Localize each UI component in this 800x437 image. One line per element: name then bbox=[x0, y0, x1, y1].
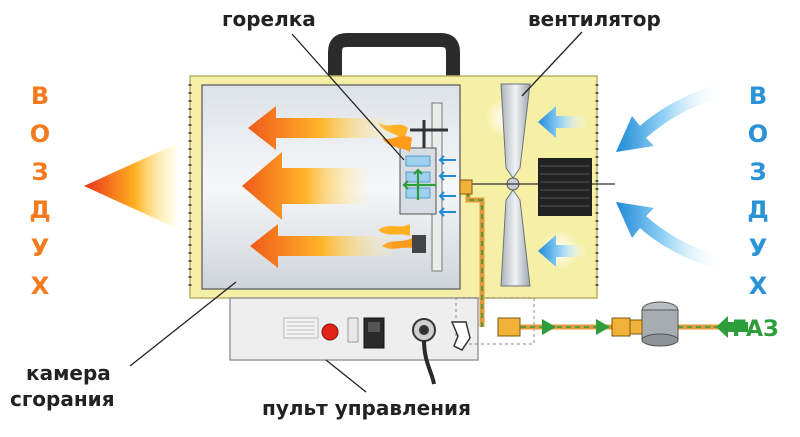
leader-lines bbox=[129, 31, 583, 393]
label-fan: вентилятор bbox=[528, 7, 661, 31]
chamber-hot-arrows bbox=[242, 106, 392, 268]
label-burner: горелка bbox=[222, 7, 316, 31]
gas-compartment-outline bbox=[455, 297, 535, 345]
label-control-panel: пульт управления bbox=[262, 396, 471, 420]
air-left-letter: Д bbox=[29, 196, 50, 224]
control-panel bbox=[283, 317, 471, 385]
air-right-letter: У bbox=[749, 234, 768, 262]
carry-handle bbox=[328, 33, 460, 78]
fan-blade-bottom bbox=[500, 189, 531, 287]
power-cable bbox=[422, 339, 436, 385]
power-indicator-light bbox=[321, 323, 339, 341]
label-gas: ГАЗ bbox=[732, 317, 779, 342]
air-right-letter: Х bbox=[749, 272, 768, 300]
air-right-letter: Д bbox=[747, 196, 768, 224]
motor-fins bbox=[540, 165, 590, 207]
air-left-letter: З bbox=[31, 158, 48, 186]
ignition-button bbox=[450, 321, 471, 351]
hot-air-outlet-arrow bbox=[84, 144, 176, 228]
gas-regulator bbox=[611, 301, 679, 347]
gas-flow-arrows bbox=[542, 316, 748, 338]
label-combustion-chamber-line2: сгорания bbox=[10, 387, 115, 411]
label-air-left: В О З Д У Х bbox=[29, 82, 50, 300]
air-right-letter: В bbox=[749, 82, 767, 110]
air-left-letter: Х bbox=[31, 272, 50, 300]
air-left-letter: В bbox=[31, 82, 49, 110]
fan-blade-top bbox=[500, 83, 531, 179]
burner-assembly bbox=[399, 102, 456, 272]
label-air-right: В О З Д У Х bbox=[747, 82, 768, 300]
air-left-letter: У bbox=[31, 234, 50, 262]
fan-intake-arrows bbox=[538, 106, 586, 267]
air-right-letter: З bbox=[749, 158, 766, 186]
fan-motor bbox=[538, 158, 592, 216]
air-left-letter: О bbox=[30, 120, 50, 148]
air-right-letter: О bbox=[748, 120, 768, 148]
label-combustion-chamber-line1: камера bbox=[26, 361, 111, 385]
cold-air-intake-arrows bbox=[616, 84, 720, 270]
